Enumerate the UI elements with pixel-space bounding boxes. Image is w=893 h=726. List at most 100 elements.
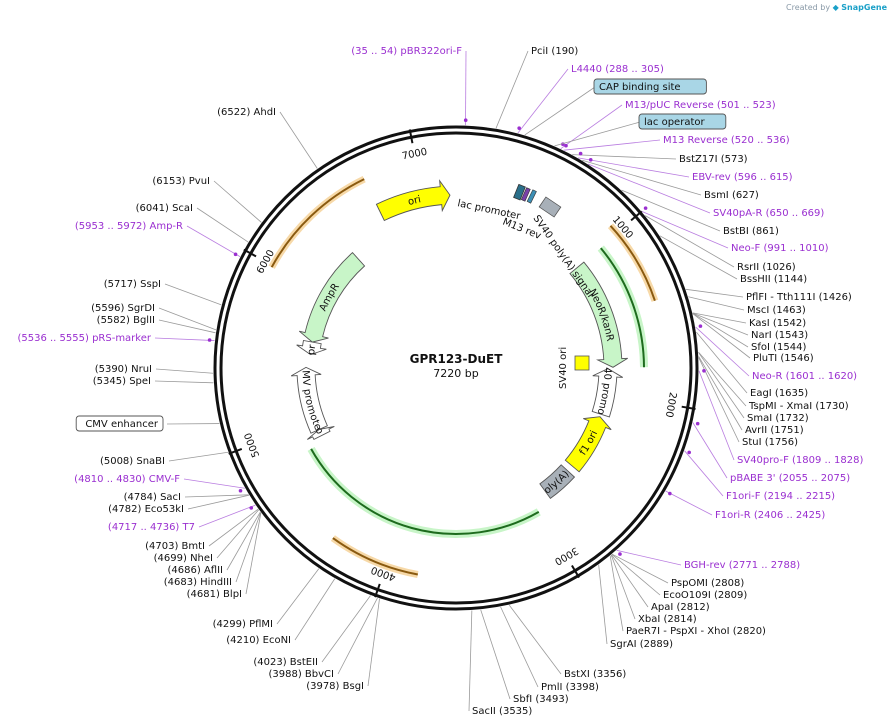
- leader-62: [158, 307, 217, 331]
- backbone-outer-circle: [213, 125, 699, 611]
- leader-43: [337, 597, 378, 675]
- leader-18: [692, 312, 749, 336]
- leader-61: [158, 319, 216, 334]
- cap-site-mark: [520, 187, 531, 202]
- NeoR-KanR-arrow: [569, 261, 628, 368]
- leader-64: [186, 225, 241, 257]
- label-box-5: [638, 113, 727, 130]
- label-27: SV40pro-F (1809 .. 1828): [737, 455, 864, 466]
- snapgene-credit: Created by ◆ SnapGene: [786, 3, 887, 12]
- label-46: (4299) PflMI: [213, 619, 273, 630]
- label-37: SgrAI (2889): [610, 639, 673, 650]
- leader-12: [641, 210, 729, 249]
- leader-5: [554, 121, 641, 147]
- label-66: (6153) PvuI: [152, 176, 210, 187]
- credit-prefix: Created by: [786, 3, 831, 12]
- primer-mark-27: [702, 369, 706, 373]
- label-2: L4440 (288 .. 305): [571, 64, 664, 75]
- label-12: Neo-F (991 .. 1010): [731, 243, 829, 254]
- label-leader-lines: [154, 50, 751, 712]
- leader-6: [563, 139, 661, 151]
- T7-promoter-arrow: [307, 426, 335, 440]
- label-5: lac operator: [644, 117, 705, 128]
- CMV-promoter-arrow: [290, 366, 328, 434]
- label-54: (4784) SacI: [124, 492, 181, 503]
- tick-mark-3000: [571, 564, 580, 579]
- primer-mark-52: [249, 506, 254, 510]
- label-4: M13/pUC Reverse (501 .. 523): [625, 100, 776, 111]
- leader-35: [610, 554, 636, 620]
- label-22: EagI (1635): [750, 388, 808, 399]
- leader-22: [696, 331, 748, 394]
- leader-34: [611, 554, 649, 608]
- label-64: (5953 .. 5972) Amp-R: [75, 221, 183, 232]
- label-40: SbfI (3493): [513, 694, 569, 705]
- label-60: (5536 .. 5555) pRS-marker: [17, 333, 151, 344]
- sv40-ori-label: SV40 ori: [558, 347, 569, 389]
- f1-ori-arrow: [564, 416, 612, 473]
- leader-49: [226, 511, 261, 571]
- leader-66: [213, 180, 262, 223]
- leader-25: [698, 356, 743, 431]
- backbone-inner-circle: [219, 131, 693, 605]
- orange-arc-3: [270, 178, 365, 268]
- primer-mark-64: [233, 252, 238, 257]
- leader-13: [645, 215, 735, 268]
- label-34: ApaI (2812): [651, 602, 710, 613]
- label-43: (3988) BbvCI: [269, 669, 335, 680]
- label-47: (4681) BlpI: [187, 589, 242, 600]
- sv40-polyA-label: SV40 poly(A) signal: [531, 213, 596, 299]
- leader-46: [276, 568, 320, 625]
- leader-29: [684, 450, 724, 497]
- label-39: PmlI (3398): [541, 682, 599, 693]
- label-62: (5596) SgrDI: [91, 303, 155, 314]
- leader-58: [154, 380, 214, 384]
- sv40-ori-box: [574, 355, 590, 371]
- leader-53: [187, 494, 250, 510]
- tick-mark-4000: [374, 583, 381, 598]
- leader-54: [184, 494, 249, 498]
- label-25: AvrII (1751): [745, 425, 804, 436]
- leader-41: [468, 610, 473, 712]
- leader-59: [155, 368, 214, 374]
- label-14: BssHII (1144): [740, 274, 807, 285]
- label-50: (4699) NheI: [154, 553, 213, 564]
- label-11: BstBI (861): [723, 226, 779, 237]
- label-51: (4703) BmtI: [145, 541, 205, 552]
- leader-11: [621, 189, 721, 232]
- label-33: EcoO109I (2809): [663, 590, 747, 601]
- tick-mark-1000: [630, 210, 643, 222]
- plasmid-size: 7220 bp: [433, 367, 478, 380]
- primer-mark-30: [668, 491, 672, 496]
- leader-48: [235, 512, 262, 583]
- label-41: SacII (3535): [472, 706, 532, 717]
- tick-mark-6000: [243, 248, 257, 258]
- plasmid-title-group: GPR123-DuET 7220 bp: [410, 352, 504, 380]
- outer-feature-arcs: [268, 175, 659, 578]
- primer-mark-60: [207, 338, 212, 342]
- ori-label-text: ori: [407, 194, 422, 208]
- leader-20: [692, 313, 751, 359]
- leader-15: [685, 288, 744, 298]
- label-63: (5717) SspI: [104, 279, 161, 290]
- leader-30: [665, 490, 713, 516]
- credit-brand: SnapGene: [841, 3, 887, 12]
- orange-arc-1: [609, 225, 656, 302]
- tick-label-2000: 2000: [663, 391, 678, 418]
- leader-1: [495, 50, 529, 129]
- label-52: (4717 .. 4736) T7: [108, 522, 195, 533]
- leader-40: [480, 609, 511, 700]
- label-0: (35 .. 54) pBR322ori-F: [351, 46, 462, 57]
- label-36: PaeR7I - PspXI - XhoI (2820): [626, 626, 766, 637]
- leader-39: [500, 606, 539, 688]
- leader-37: [598, 564, 608, 645]
- label-7: BstZ17I (573): [679, 154, 748, 165]
- snapgene-logo-icon: ◆: [832, 3, 839, 12]
- label-24: SmaI (1732): [747, 413, 809, 424]
- leader-7: [572, 154, 677, 160]
- leader-8: [578, 157, 690, 178]
- leader-45: [294, 578, 336, 641]
- leader-52: [198, 504, 256, 528]
- label-9: BsmI (627): [704, 190, 759, 201]
- label-3: CAP binding site: [599, 82, 681, 93]
